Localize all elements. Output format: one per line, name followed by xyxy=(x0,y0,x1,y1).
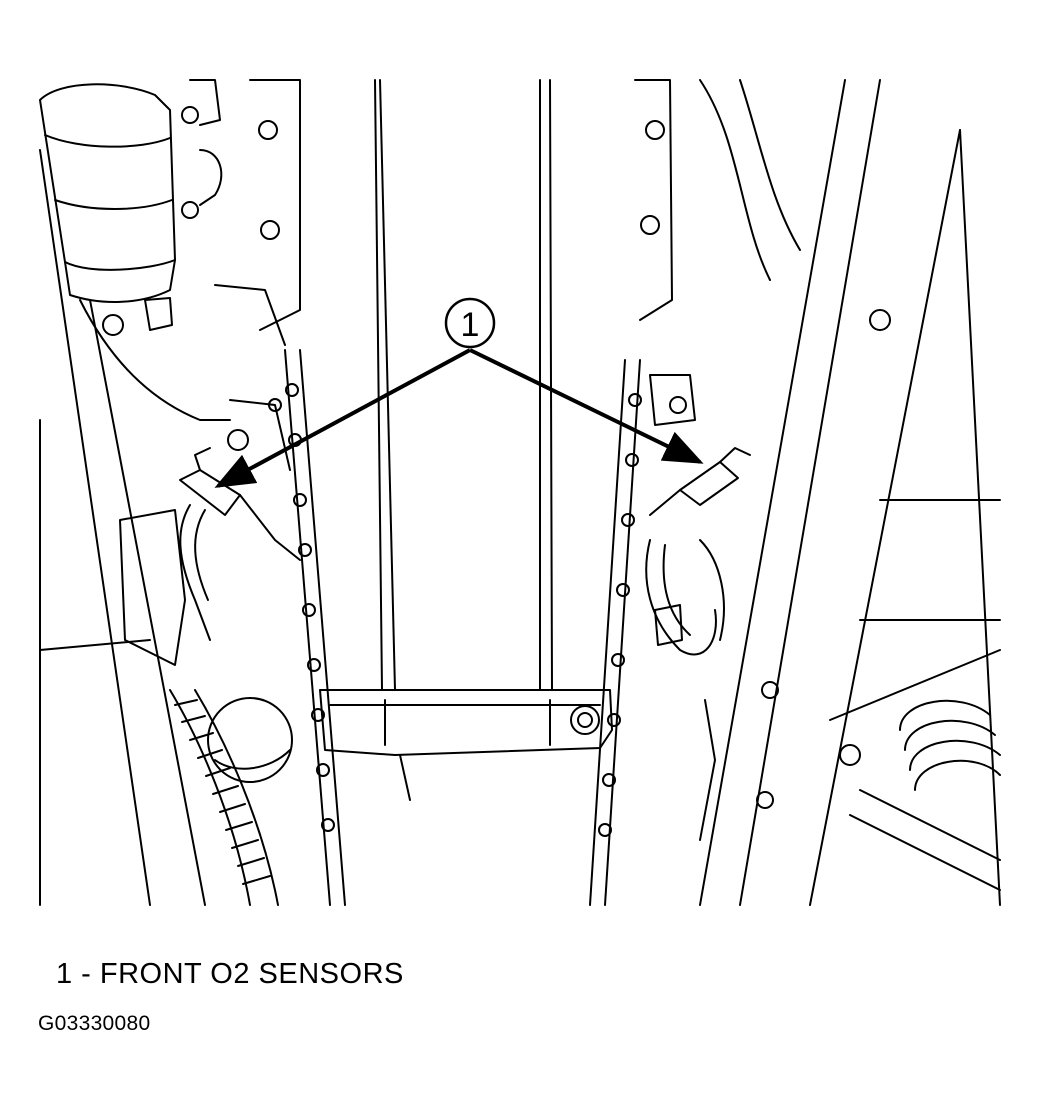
callout-number: 1 xyxy=(461,306,480,344)
left-engine-block xyxy=(79,79,301,471)
callout-1: 1 xyxy=(214,297,704,488)
right-suspension xyxy=(829,649,1001,891)
left-o2-sensor xyxy=(119,447,301,666)
legend-caption: 1 - FRONT O2 SENSORS xyxy=(56,958,404,990)
callout-arrow-right xyxy=(469,348,704,464)
right-o2-sensor xyxy=(645,447,751,841)
engine-undercarriage-illustration: 1 xyxy=(39,79,1001,906)
left-frame-rail xyxy=(39,149,206,906)
figure-id: G03330080 xyxy=(38,1012,151,1035)
right-frame-rail xyxy=(699,79,1001,906)
right-engine-block xyxy=(634,79,801,426)
oil-pan xyxy=(284,79,642,906)
starter-motor xyxy=(39,79,223,336)
left-wiring-loom xyxy=(169,689,293,906)
callout-arrow-left xyxy=(214,348,471,488)
callout-circle xyxy=(444,297,496,349)
